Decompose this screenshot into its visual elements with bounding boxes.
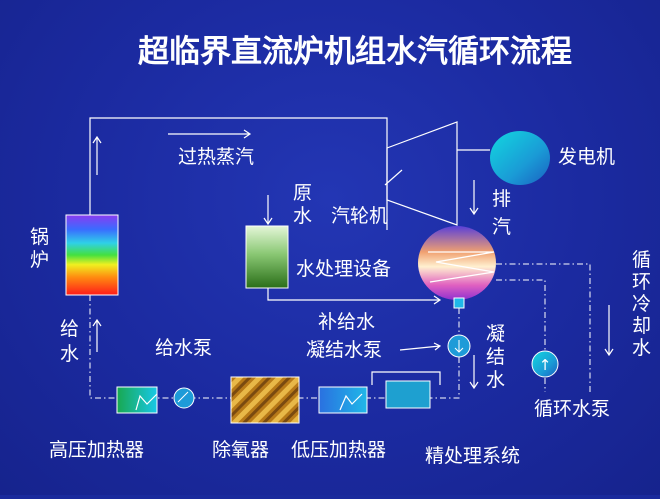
- label-cooling-4: 却: [632, 315, 651, 337]
- label-condensate-pump: 凝结水泵: [306, 339, 382, 361]
- polishing-system: [385, 380, 431, 409]
- turbine-pointer: [384, 169, 403, 186]
- cooling-water-arrow: [604, 305, 614, 357]
- circulating-water-pump: [531, 350, 559, 378]
- label-condensate-3: 水: [486, 369, 505, 391]
- circulating-water-line-outer: [496, 263, 591, 392]
- condensate-pump-pointer: [399, 342, 442, 351]
- generator: [490, 131, 550, 185]
- label-hp-heater: 高压加热器: [49, 439, 144, 461]
- label-polishing: 精处理系统: [425, 445, 520, 467]
- condensate-down-arrow: [469, 355, 479, 390]
- label-generator: 发电机: [558, 146, 615, 168]
- label-cooling-2: 环: [632, 271, 651, 293]
- label-exhaust-1: 排: [492, 188, 511, 210]
- condenser: [418, 226, 496, 300]
- label-water-treatment: 水处理设备: [296, 258, 391, 280]
- feedwater-line: [89, 295, 425, 399]
- condensate-pump-arrow-icon: [454, 340, 464, 353]
- polishing-bracket: [371, 371, 441, 385]
- label-boiler-1: 锅: [30, 226, 49, 248]
- label-raw-water-1: 原: [293, 182, 312, 204]
- label-feed-water-1: 给: [60, 318, 79, 340]
- steam-right-arrow: [168, 129, 252, 139]
- label-turbine: 汽轮机: [331, 205, 388, 227]
- feed-pump-arrow-icon: [177, 391, 189, 403]
- label-cooling-1: 循: [632, 249, 651, 271]
- boiler: [65, 214, 119, 296]
- label-circulating-pump: 循环水泵: [534, 398, 610, 420]
- water-treatment-equipment: [245, 225, 289, 289]
- makeup-water-line: [267, 288, 442, 305]
- label-boiler-2: 炉: [30, 249, 49, 271]
- feedwater-up-arrow: [92, 318, 102, 352]
- steam-up-arrow: [92, 135, 102, 175]
- label-condensate-2: 结: [486, 346, 505, 368]
- label-cooling-3: 冷: [632, 293, 651, 315]
- lp-heater: [318, 386, 368, 414]
- label-exhaust-2: 汽: [492, 216, 511, 238]
- circulating-water-line-inner: [496, 279, 546, 350]
- condensate-line-bottom: [425, 357, 460, 399]
- label-deaerator: 除氧器: [212, 439, 269, 461]
- condenser-coil: [428, 251, 495, 283]
- deaerator: [230, 376, 300, 424]
- label-condensate-1: 凝: [486, 323, 505, 345]
- label-cooling-5: 水: [632, 337, 651, 359]
- pump-arrow-icon: ↑: [539, 356, 552, 374]
- feed-pump: [173, 387, 195, 409]
- label-feed-pump: 给水泵: [155, 337, 212, 359]
- hp-heater-coil: [135, 393, 158, 411]
- label-makeup-water: 补给水: [318, 311, 375, 333]
- label-lp-heater: 低压加热器: [291, 439, 386, 461]
- lp-heater-coil: [339, 393, 363, 411]
- raw-water-arrow: [263, 195, 273, 226]
- label-feed-water-2: 水: [60, 343, 79, 365]
- page-title: 超临界直流炉机组水汽循环流程: [138, 34, 572, 70]
- condenser-hotwell: [453, 297, 465, 309]
- label-superheated-steam: 过热蒸汽: [178, 146, 254, 168]
- exhaust-arrow: [469, 180, 479, 216]
- label-raw-water-2: 水: [293, 205, 312, 227]
